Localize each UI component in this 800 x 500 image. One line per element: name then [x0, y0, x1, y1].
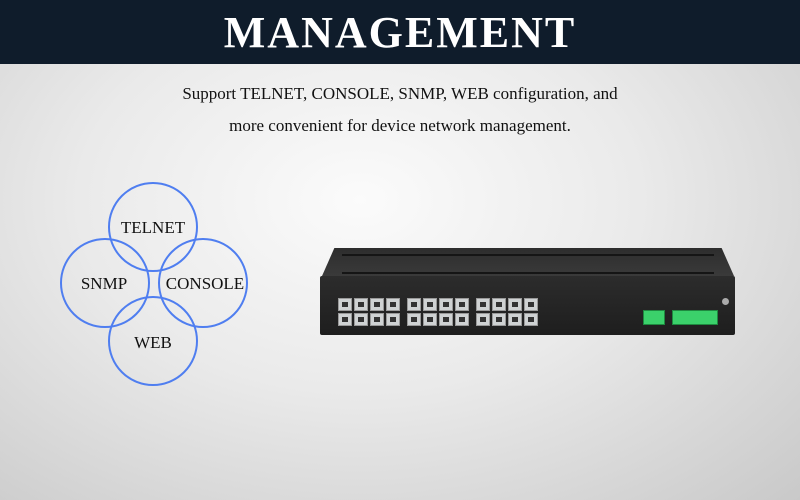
port-group-3 — [476, 298, 538, 326]
rj45-port — [439, 313, 453, 326]
port-group-1 — [338, 298, 400, 326]
rj45-port — [508, 313, 522, 326]
snmp-circle — [60, 238, 150, 328]
subtitle-line-1: Support TELNET, CONSOLE, SNMP, WEB confi… — [182, 84, 618, 103]
rj45-port — [455, 298, 469, 311]
rj45-port — [407, 313, 421, 326]
telnet-circle — [108, 182, 198, 272]
switch-top — [322, 248, 734, 276]
rj45-port — [407, 298, 421, 311]
web-circle — [108, 296, 198, 386]
switch-front — [320, 276, 735, 335]
web-label: WEB — [134, 333, 172, 352]
rj45-port — [524, 313, 538, 326]
rj45-port — [354, 313, 368, 326]
rj45-port — [439, 298, 453, 311]
telnet-label: TELNET — [120, 218, 186, 237]
rj45-port — [338, 313, 352, 326]
rj45-port — [476, 313, 490, 326]
groove — [342, 272, 714, 274]
console-circle — [158, 238, 248, 328]
port-group-2 — [407, 298, 469, 326]
groove — [342, 254, 714, 256]
rj45-port — [476, 298, 490, 311]
rj45-port — [508, 298, 522, 311]
rj45-port — [423, 313, 437, 326]
rj45-port — [338, 298, 352, 311]
rj45-port — [492, 313, 506, 326]
page-title: MANAGEMENT — [223, 7, 577, 57]
power-terminal — [672, 310, 718, 325]
subtitle-line-2: more convenient for device network manag… — [229, 116, 571, 135]
rj45-port — [492, 298, 506, 311]
console-terminal — [643, 310, 665, 325]
rj45-port — [386, 298, 400, 311]
title-banner: MANAGEMENT — [0, 0, 800, 64]
rj45-port — [370, 313, 384, 326]
console-label: CONSOLE — [165, 274, 245, 293]
rj45-port — [423, 298, 437, 311]
rj45-port — [370, 298, 384, 311]
rj45-port — [386, 313, 400, 326]
ground-screw-icon — [722, 298, 729, 305]
snmp-label: SNMP — [80, 274, 128, 293]
rj45-port — [455, 313, 469, 326]
rj45-port — [524, 298, 538, 311]
rj45-port — [354, 298, 368, 311]
